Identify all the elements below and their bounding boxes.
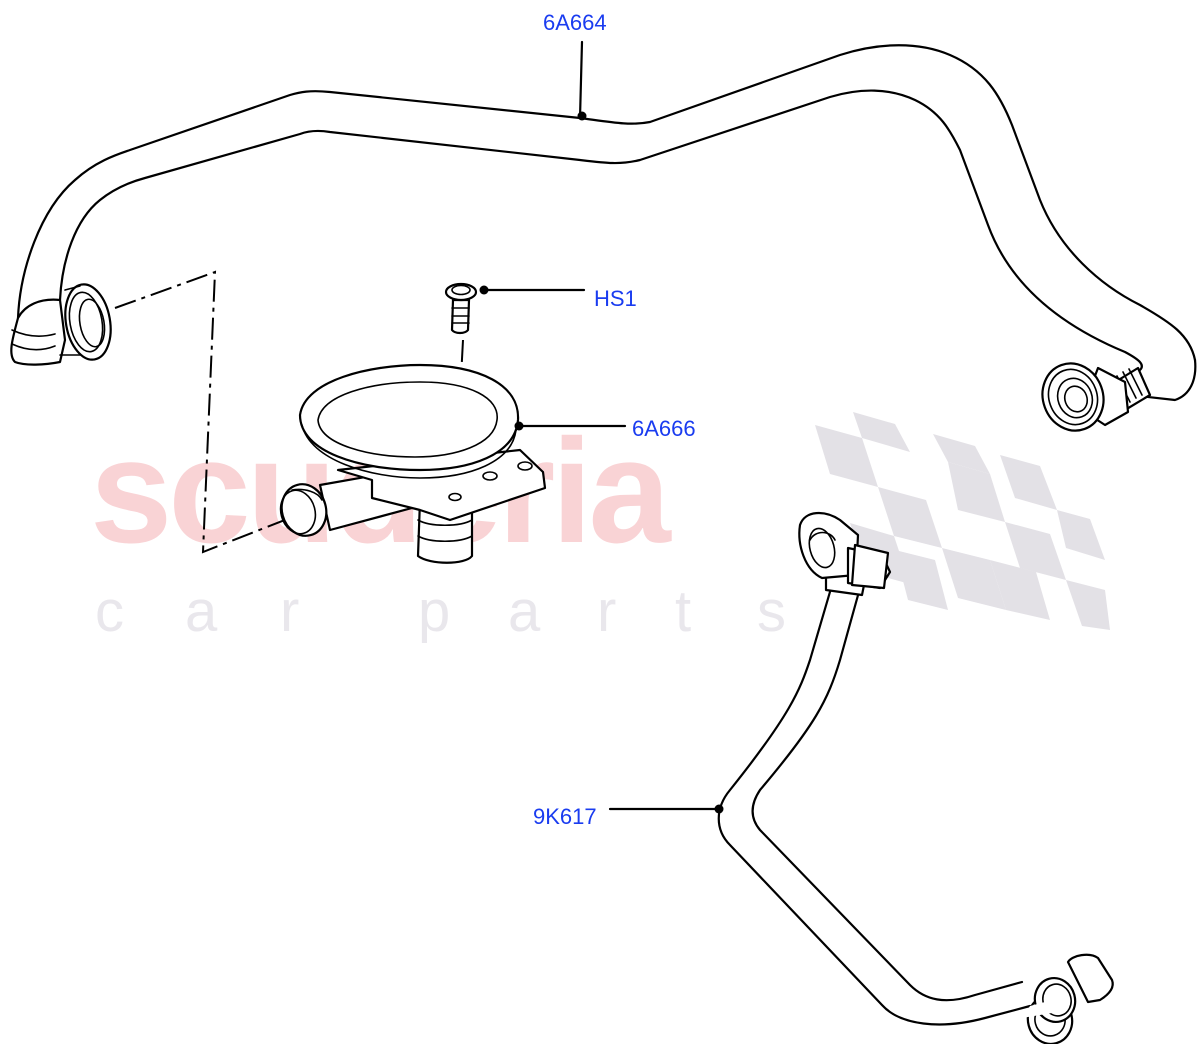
hose-6A664 [16,40,1197,402]
callout-HS1[interactable]: HS1 [594,286,637,311]
checkered-flag-watermark [815,412,1110,630]
callout-6A666[interactable]: 6A666 [632,416,696,441]
leader-dot [577,111,587,121]
leader-dot [514,421,524,431]
hose-6A664-right-connector [1041,362,1152,432]
callout-6A664[interactable]: 6A664 [543,10,607,35]
callout-9K617[interactable]: 9K617 [533,804,597,829]
watermark-letter: s [757,579,786,644]
watermark-letter: r [597,579,617,644]
assembly-line [114,270,296,554]
hose-9K617-top-connector [798,512,892,597]
watermark-letter: r [280,579,300,644]
watermark-letter: p [418,579,451,644]
screw-HS1 [444,282,586,335]
watermark-letter: a [508,579,541,644]
leader-dot [479,285,489,295]
hose-9K617-bottom-connector [1022,953,1114,1044]
watermark-letter: c [95,579,124,644]
watermark-letter: t [675,579,692,644]
leader-dot [714,804,724,814]
watermark-letter: a [185,579,218,644]
hose-6A664-left-connector [10,283,112,366]
hose-9K617 [608,583,1032,1026]
valve-6A666 [279,363,627,564]
